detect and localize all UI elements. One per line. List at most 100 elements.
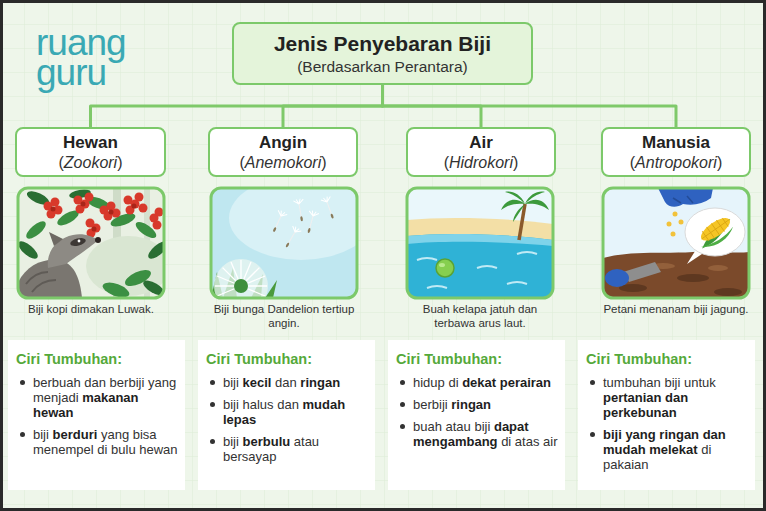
dandelion-illustration: [214, 259, 268, 298]
planting-illustration: [677, 274, 709, 282]
bold-run: pertanian dan perkebunan: [603, 390, 688, 420]
luwak-illustration: [146, 238, 164, 261]
luwak-illustration: [18, 188, 164, 298]
bold-run: makanan hewan: [33, 390, 139, 420]
luwak-illustration: [51, 207, 56, 212]
luwak-illustration: [92, 227, 97, 232]
image-caption: Biji bunga Dandelion tertiup angin.: [211, 302, 357, 330]
planting-illustration: [714, 288, 742, 296]
planting-illustration: [701, 225, 737, 253]
trait-card: Ciri Tumbuhan:berbuah dan berbiji yang m…: [8, 340, 185, 490]
italic-run: Hidrokori: [449, 154, 513, 171]
planting-illustration: [651, 263, 728, 271]
coconut-illustration: [407, 188, 553, 298]
subheading-text: (Berdasarkan Perantara): [297, 57, 468, 77]
luwak-illustration: [92, 224, 101, 233]
luwak-illustration: [95, 237, 101, 243]
card-heading: Ciri Tumbuhan:: [16, 350, 179, 368]
planting-illustration: [658, 188, 713, 207]
italic-run: Zookori: [64, 154, 117, 171]
card-heading: Ciri Tumbuhan:: [586, 350, 749, 368]
category-name: Hewan: [63, 133, 118, 153]
category-name: Manusia: [642, 133, 710, 153]
bold-run: ringan: [300, 375, 340, 390]
category-term: (Antropokori): [630, 153, 722, 172]
planting-illustration: [671, 232, 676, 237]
trait-item: tumbuhan biji untuk pertanian dan perkeb…: [586, 375, 749, 420]
dandelion-illustration: [275, 216, 281, 229]
planting-illustration: [673, 212, 678, 217]
planting-illustration: [605, 269, 629, 287]
luwak-illustration: [78, 240, 81, 243]
coconut-illustration: [525, 200, 549, 210]
dandelion-illustration: [229, 188, 357, 260]
trait-card: Ciri Tumbuhan:biji kecil dan ringanbiji …: [198, 340, 375, 490]
luwak-illustration: [101, 280, 131, 298]
coconut-illustration: [525, 192, 545, 205]
dandelion-illustration: [211, 188, 357, 298]
planting-illustration: [698, 214, 734, 245]
card-heading: Ciri Tumbuhan:: [396, 350, 559, 368]
trait-item: berbiji ringan: [396, 397, 559, 412]
category-box: Air(Hidrokori): [406, 127, 556, 177]
coconut-illustration: [477, 266, 497, 268]
category-box: Angin(Anemokori): [208, 127, 358, 177]
luwak-illustration: [109, 210, 114, 215]
tree-connector: [383, 85, 677, 127]
luwak-illustration: [81, 202, 86, 207]
luwak-illustration: [139, 204, 148, 213]
dandelion-illustration: [234, 279, 248, 293]
dandelion-illustration: [304, 210, 319, 234]
italic-run: Anemokori: [245, 154, 321, 171]
trait-item: biji kecil dan ringan: [206, 375, 369, 390]
category-name: Air: [469, 133, 493, 153]
luwak-illustration: [132, 204, 137, 209]
bold-run: dapat mengambang: [413, 419, 529, 449]
coconut-illustration: [407, 188, 553, 298]
bold-run: dekat perairan: [462, 375, 551, 390]
category-term: (Anemokori): [239, 153, 326, 172]
coconut-illustration: [407, 234, 553, 246]
dandelion-illustration: [321, 196, 332, 204]
trait-item: biji yang ringan dan mudah melekat di pa…: [586, 427, 749, 472]
dandelion-illustration: [330, 213, 334, 219]
bold-run: biji yang ringan dan mudah melekat: [603, 427, 726, 457]
luwak-illustration: [49, 232, 63, 246]
bold-run: ringan: [451, 397, 491, 412]
coconut-illustration: [417, 258, 437, 260]
luwak-illustration: [26, 272, 56, 292]
planting-illustration: [667, 212, 684, 237]
dandelion-illustration: [300, 216, 303, 221]
luwak-illustration: [13, 188, 170, 300]
bold-run: mudah lepas: [223, 397, 345, 427]
dandelion-illustration: [327, 202, 332, 215]
trait-item: biji halus dan mudah lepas: [206, 397, 369, 427]
trait-item: hidup di dekat perairan: [396, 375, 559, 390]
italic-run: Antropokori: [635, 154, 717, 171]
luwak-illustration: [51, 202, 137, 232]
luwak-illustration: [69, 237, 86, 248]
image-caption: Biji kopi dimakan Luwak.: [18, 302, 164, 316]
luwak-illustration: [85, 193, 94, 202]
image-caption: Petani menanam biji jagung.: [603, 302, 749, 316]
bold-run: berduri: [53, 427, 98, 442]
dandelion-illustration: [269, 209, 288, 234]
planting-illustration: [603, 188, 749, 298]
logo-text: ruang guru: [36, 28, 146, 88]
coconut-illustration: [439, 263, 445, 267]
category-term: (Hidrokori): [444, 153, 519, 172]
category-box: Manusia(Antropokori): [601, 127, 751, 177]
planting-illustration: [708, 265, 728, 271]
luwak-illustration: [44, 193, 164, 238]
coconut-illustration: [505, 192, 525, 205]
luwak-illustration: [24, 194, 159, 298]
planting-illustration: [603, 188, 749, 298]
luwak-illustration: [155, 208, 164, 217]
dandelion-illustration: [293, 198, 307, 222]
category-box: Hewan(Zookori): [15, 127, 166, 177]
dandelion-illustration: [215, 260, 267, 296]
category-term: (Zookori): [58, 153, 122, 172]
dandelion-illustration: [309, 216, 313, 230]
